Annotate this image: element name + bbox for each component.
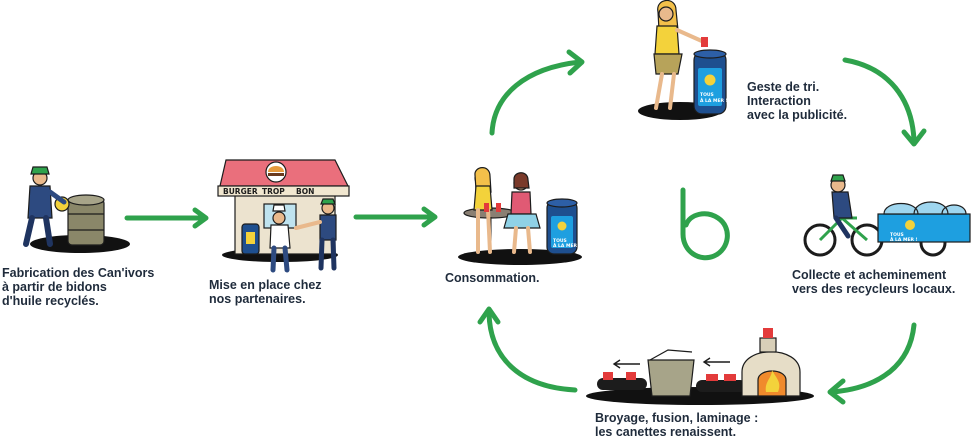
shop-sign-word-2: TROP	[262, 187, 285, 196]
caption-fabrication-line-1: Fabrication des Can'ivors	[2, 266, 155, 280]
caption-broyage-line-1: Broyage, fusion, laminage :	[595, 411, 759, 425]
arrow-recycling-to-consumption	[477, 306, 578, 393]
caption-collecte-line-1: Collecte et acheminement	[792, 268, 947, 282]
caption-mise-en-place: Mise en place chez nos partenaires.	[209, 278, 322, 306]
bin-label-line-1: TOUS	[553, 238, 567, 244]
shop-sign-word-1: BURGER	[223, 187, 258, 196]
arrow-partner-to-consumption	[353, 206, 438, 228]
arrow-sorting-to-collection	[842, 57, 927, 147]
consumption-illustration: TOUS À LA MER !	[458, 167, 582, 265]
partner-shop-illustration: BURGER TROP BON	[217, 159, 350, 273]
caption-collecte: Collecte et acheminement vers des recycl…	[792, 268, 955, 296]
sorting-bin-label-line-1: TOUS	[700, 92, 714, 98]
collection-illustration: TOUS À LA MER !	[803, 174, 971, 257]
bin-label-line-2: À LA MER !	[553, 242, 581, 249]
caption-fabrication-line-3: d'huile recyclés.	[2, 294, 99, 308]
caption-fabrication-line-2: à partir de bidons	[2, 280, 107, 294]
caption-geste-de-tri-line-1: Geste de tri.	[747, 80, 820, 94]
fabrication-illustration	[23, 166, 130, 253]
sorting-illustration: TOUS À LA MER !	[638, 0, 728, 120]
arrow-collection-to-recycling	[827, 322, 917, 405]
brand-logo-icon	[680, 187, 730, 261]
cargo-label-line-1: TOUS	[890, 232, 904, 238]
caption-broyage: Broyage, fusion, laminage : les canettes…	[595, 411, 758, 439]
caption-geste-de-tri-line-3: avec la publicité.	[747, 108, 848, 122]
caption-mise-en-place-line-1: Mise en place chez	[209, 278, 322, 292]
recycling-plant-illustration	[586, 328, 814, 405]
shop-sign-word-3: BON	[296, 187, 314, 196]
cargo-label-line-2: À LA MER !	[890, 236, 918, 243]
caption-geste-de-tri: Geste de tri. Interaction avec la public…	[747, 80, 847, 122]
arrow-consumption-to-sorting	[489, 49, 585, 136]
caption-consommation-line-1: Consommation.	[445, 271, 540, 285]
caption-collecte-line-2: vers des recycleurs locaux.	[792, 282, 956, 296]
arrow-fabrication-to-partner	[124, 207, 209, 229]
caption-broyage-line-2: les canettes renaissent.	[595, 425, 737, 439]
caption-geste-de-tri-line-2: Interaction	[747, 94, 811, 108]
caption-mise-en-place-line-2: nos partenaires.	[209, 292, 306, 306]
sorting-bin-label-line-2: À LA MER !	[700, 97, 728, 104]
caption-consommation: Consommation.	[445, 271, 539, 285]
caption-fabrication: Fabrication des Can'ivors à partir de bi…	[2, 266, 154, 308]
